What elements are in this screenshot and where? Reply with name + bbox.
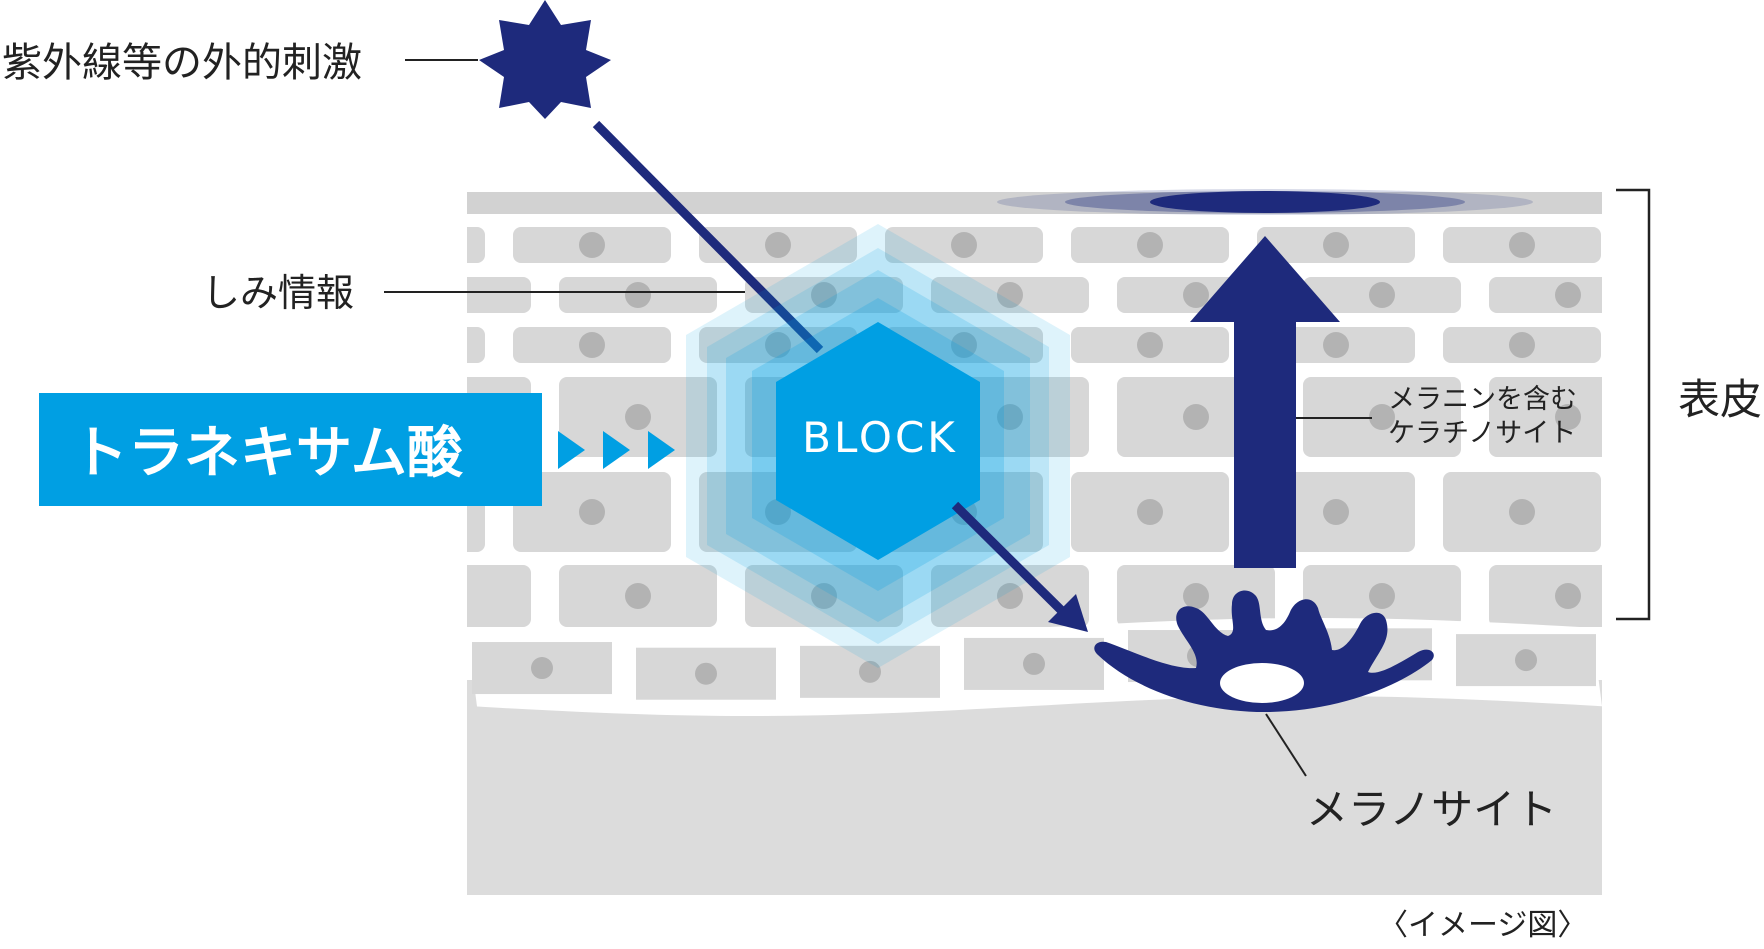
cell-nucleus: [625, 404, 651, 430]
tranexamic-acid-label: トラネキサム酸: [72, 421, 464, 486]
cell-nucleus: [811, 583, 837, 609]
arrow-right-icon: [558, 431, 675, 469]
cell-nucleus: [393, 332, 419, 358]
tranexamic-acid-box: [39, 393, 542, 506]
block-hexagon-icon: BLOCK: [686, 224, 1070, 668]
cell-nucleus: [1323, 499, 1349, 525]
cell-nucleus: [625, 583, 651, 609]
cell-nucleus: [579, 499, 605, 525]
basal-nucleus: [695, 662, 717, 685]
epidermis-cell: [1489, 565, 1602, 627]
signal-arrow-line: [951, 501, 1069, 618]
cell-nucleus: [1509, 332, 1535, 358]
cell-nucleus: [1555, 583, 1581, 609]
cell-nucleus: [997, 583, 1023, 609]
cell-nucleus: [997, 404, 1023, 430]
melanocyte-leader: [1265, 713, 1307, 777]
basal-nucleus: [859, 660, 881, 683]
epidermis-label: 表皮: [1678, 375, 1762, 424]
uv-label: 紫外線等の外的刺激: [2, 40, 362, 86]
epidermis-cell: [467, 227, 485, 263]
spot-info-label: しみ情報: [202, 271, 354, 315]
cell-nucleus: [1323, 332, 1349, 358]
dermis-layer: [467, 680, 1602, 895]
caption-label: 〈イメージ図〉: [1378, 908, 1587, 943]
cell-nucleus: [439, 583, 465, 609]
basal-nucleus: [1023, 652, 1045, 675]
cell-nucleus: [1137, 332, 1163, 358]
epidermis-bracket: [1616, 188, 1651, 621]
epidermis-cell: [467, 327, 485, 363]
basal-nucleus: [1515, 649, 1537, 672]
melanocyte-icon: [1094, 590, 1434, 712]
cell-nucleus: [1555, 404, 1581, 430]
epidermis-cell: [467, 277, 531, 313]
epidermis-cell: [1489, 377, 1602, 457]
cell-nucleus: [765, 499, 791, 525]
cell-nucleus: [1555, 282, 1581, 308]
signal-arrow-head: [1048, 594, 1088, 632]
cell-nucleus: [997, 282, 1023, 308]
cell-nucleus: [1183, 282, 1209, 308]
keratinocyte-label-line2: ケラチノサイト: [1388, 418, 1576, 449]
melanocyte-label: メラノサイト: [1306, 785, 1557, 834]
cell-nucleus: [1137, 499, 1163, 525]
melanin-spot: [997, 189, 1533, 215]
cell-nucleus: [1509, 232, 1535, 258]
cell-nucleus: [1369, 282, 1395, 308]
cell-nucleus: [1509, 499, 1535, 525]
cell-nucleus: [393, 232, 419, 258]
cell-nucleus: [765, 332, 791, 358]
cell-nucleus: [1323, 232, 1349, 258]
cell-nucleus: [1137, 232, 1163, 258]
cell-nucleus: [1183, 404, 1209, 430]
cell-nucleus: [1369, 583, 1395, 609]
uv-star-icon: [479, 0, 611, 119]
cell-nucleus: [951, 232, 977, 258]
cell-nucleus: [951, 332, 977, 358]
keratinocyte-label-line1: メラニンを含む: [1388, 384, 1577, 415]
cell-nucleus: [439, 282, 465, 308]
cell-nucleus: [1369, 404, 1395, 430]
block-label: BLOCK: [802, 413, 958, 462]
cell-nucleus: [579, 332, 605, 358]
cell-nucleus: [579, 232, 605, 258]
cell-nucleus: [625, 282, 651, 308]
melanin-transport-arrow: [1190, 236, 1340, 568]
basal-nucleus: [531, 657, 553, 680]
cell-nucleus: [1183, 583, 1209, 609]
epidermis-cell: [467, 565, 531, 627]
uv-ray: [592, 120, 824, 354]
cell-nucleus: [811, 282, 837, 308]
cell-nucleus: [765, 232, 791, 258]
